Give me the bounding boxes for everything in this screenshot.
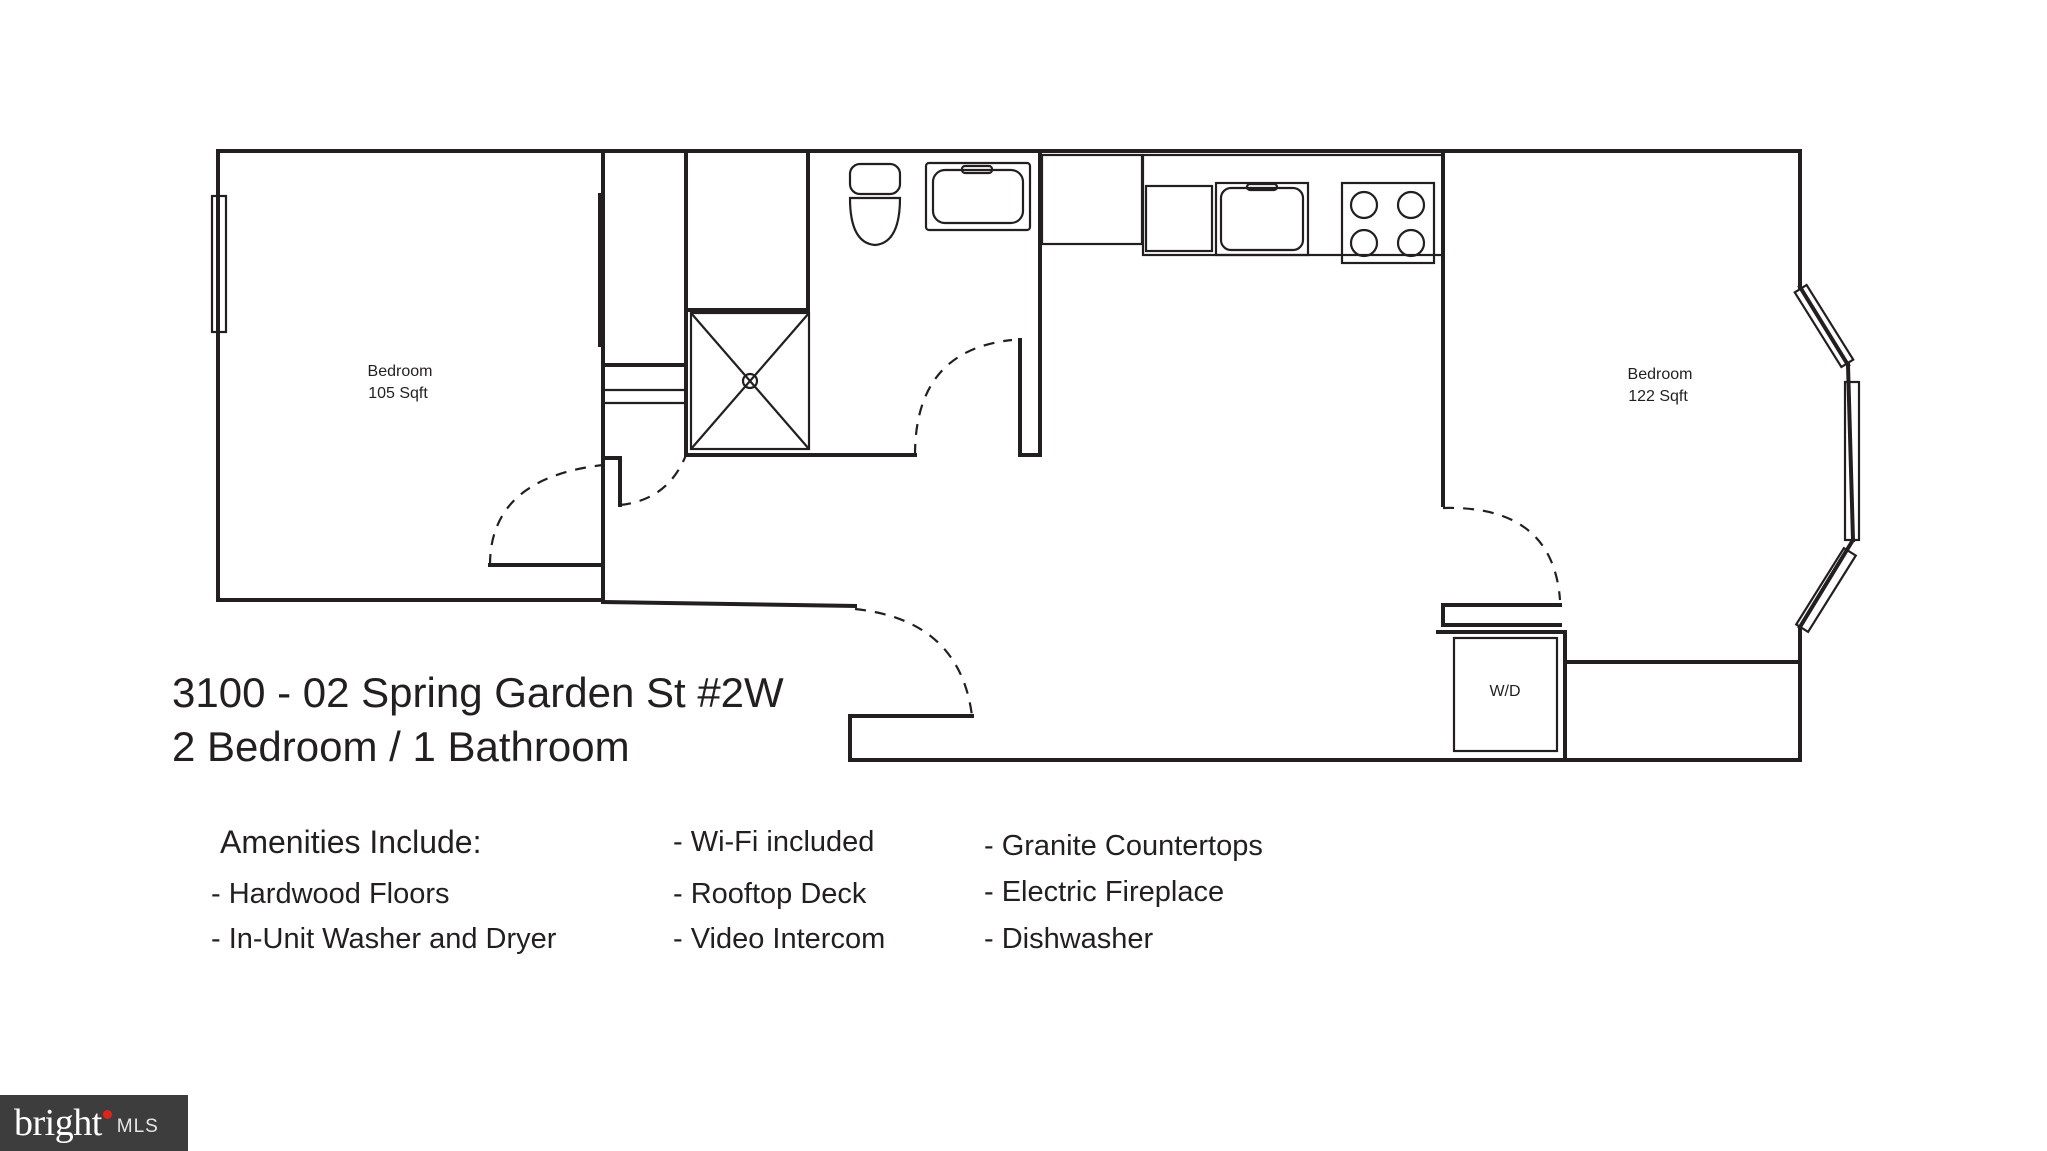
amenity-item: - Rooftop Deck (673, 878, 867, 910)
exterior-walls (216, 149, 1802, 762)
entry-door (853, 607, 974, 718)
right-bedroom-area: 122 Sqft (1628, 388, 1688, 405)
kitchen-appliances (1040, 153, 1445, 265)
logo-wordmark: bright (14, 1102, 102, 1144)
left-bedroom-walls (210, 149, 622, 602)
logo-suffix: MLS (116, 1116, 159, 1137)
bright-mls-logo: bright MLS (0, 1095, 188, 1151)
amenity-item: - Video Intercom (673, 923, 886, 955)
logo-dot-icon (102, 1109, 112, 1119)
left-bedroom-name: Bedroom (368, 363, 433, 380)
right-bedroom-walls (1441, 149, 1861, 634)
left-bedroom-area: 105 Sqft (368, 385, 428, 402)
amenity-item: - Wi-Fi included (673, 826, 875, 858)
washer-dryer-closet (1436, 630, 1802, 762)
amenities-heading: Amenities Include: (220, 824, 482, 860)
right-bedroom-name: Bedroom (1628, 366, 1693, 383)
amenity-item: - Electric Fireplace (984, 876, 1225, 908)
amenity-item: - Hardwood Floors (211, 878, 450, 910)
address-title: 3100 - 02 Spring Garden St #2W (172, 669, 784, 716)
bathroom (684, 149, 1042, 457)
amenity-item: - Granite Countertops (984, 830, 1263, 862)
amenity-item: - Dishwasher (984, 923, 1154, 955)
washer-dryer-label: W/D (1489, 683, 1520, 700)
unit-type-title: 2 Bedroom / 1 Bathroom (172, 723, 630, 770)
amenity-item: - In-Unit Washer and Dryer (211, 923, 557, 955)
closet-walls (601, 149, 688, 507)
